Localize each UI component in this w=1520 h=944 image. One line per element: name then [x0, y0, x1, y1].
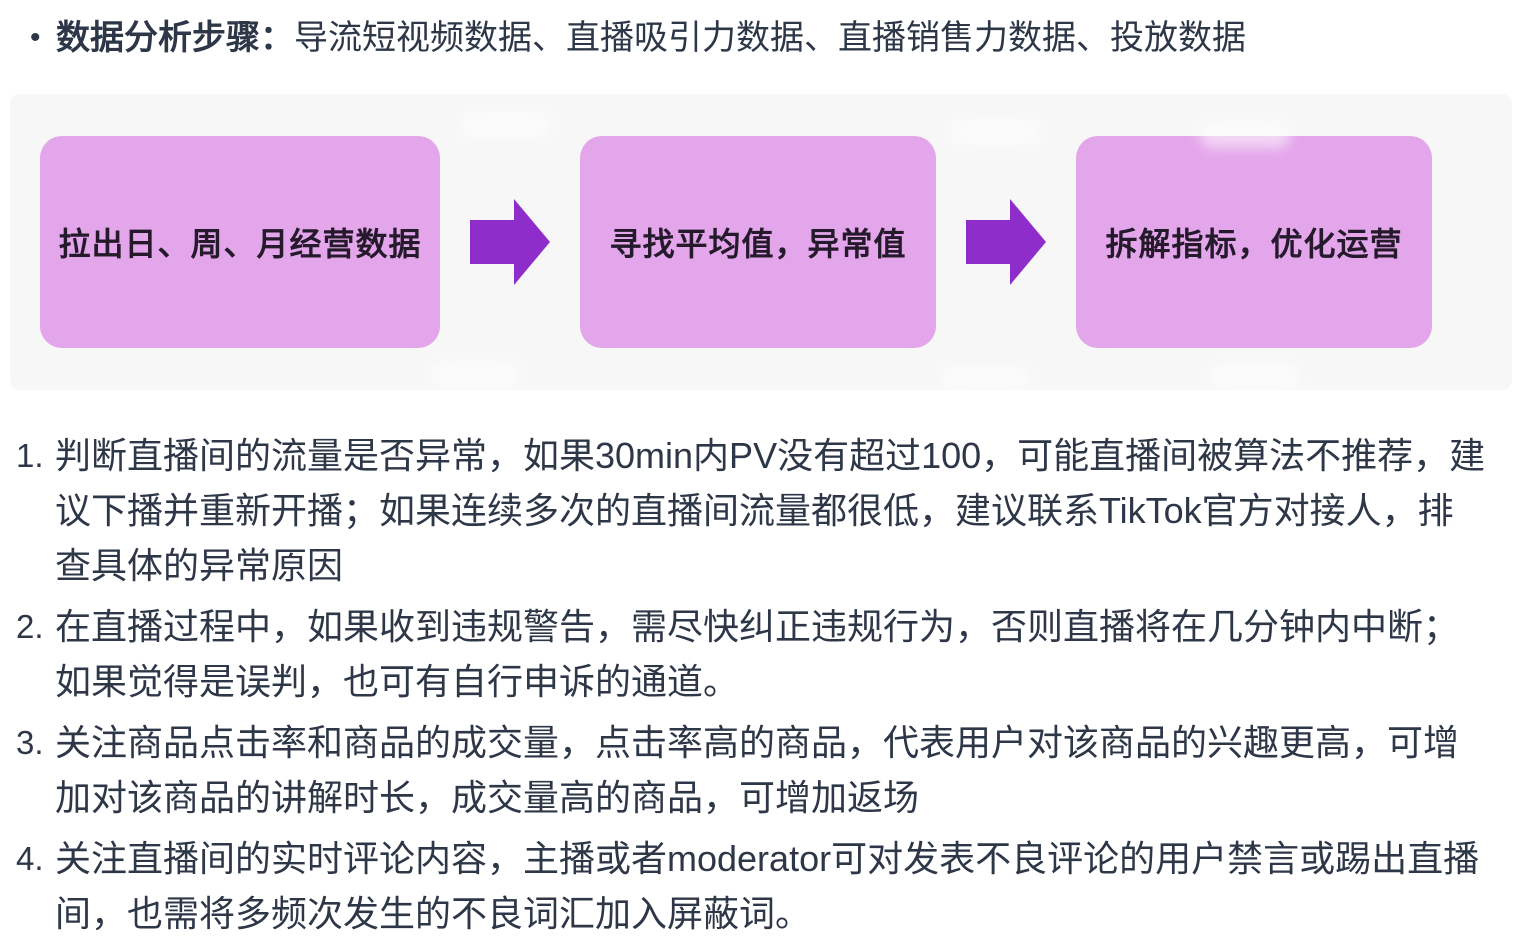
list-item: 1. 判断直播间的流量是否异常，如果30min内PV没有超过100，可能直播间被… [0, 428, 1500, 593]
list-item-line: 关注直播间的实时评论内容，主播或者moderator可对发表不良评论的用户禁言或… [55, 838, 1480, 879]
flow-diagram-image[interactable]: 拉出日、周、月经营数据 寻找平均值，异常值 拆解指标，优化运营 [10, 94, 1512, 392]
arrow-right-icon [470, 199, 550, 285]
watermark-smudge [1200, 122, 1290, 148]
flow-step-3: 拆解指标，优化运营 [1076, 136, 1432, 348]
numbered-list: 1. 判断直播间的流量是否异常，如果30min内PV没有超过100，可能直播间被… [0, 428, 1500, 941]
bullet-label: 数据分析步骤： [56, 19, 294, 57]
list-item-line: 关注商品点击率和商品的成交量，点击率高的商品，代表用户对该商品的兴趣更高，可增 [55, 722, 1460, 763]
list-item-line: 如果觉得是误判，也可有自行申诉的通道。 [55, 661, 740, 702]
watermark-smudge [1210, 364, 1300, 390]
flow-step-1-label: 拉出日、周、月经营数据 [58, 226, 422, 262]
list-item-line: 议下播并重新开播；如果连续多次的直播间流量都很低，建议联系TikTok官方对接人… [55, 490, 1454, 531]
bullet-icon: • [30, 21, 41, 54]
bullet-text: 导流短视频数据、直播吸引力数据、直播销售力数据、投放数据 [294, 19, 1246, 57]
document-page: • 数据分析步骤：导流短视频数据、直播吸引力数据、直播销售力数据、投放数据 拉出… [0, 12, 1520, 941]
bullet-item-text: 数据分析步骤：导流短视频数据、直播吸引力数据、直播销售力数据、投放数据 [56, 12, 1246, 64]
flow-step-1: 拉出日、周、月经营数据 [40, 136, 440, 348]
list-item-number: 2. [16, 608, 44, 645]
list-item-line: 查具体的异常原因 [55, 545, 344, 586]
list-item-number: 3. [16, 724, 44, 761]
flow-step-2-label: 寻找平均值，异常值 [609, 226, 907, 262]
list-item-line: 在直播过程中，如果收到违规警告，需尽快纠正违规行为，否则直播将在几分钟内中断； [55, 606, 1460, 647]
arrow-right-icon [966, 199, 1046, 285]
list-item-number: 4. [16, 840, 44, 877]
list-item: 2. 在直播过程中，如果收到违规警告，需尽快纠正违规行为，否则直播将在几分钟内中… [0, 599, 1500, 709]
list-item-line: 间，也需将多频次发生的不良词汇加入屏蔽词。 [55, 893, 812, 934]
list-item-line: 判断直播间的流量是否异常，如果30min内PV没有超过100，可能直播间被算法不… [55, 435, 1486, 476]
bullet-item: • 数据分析步骤：导流短视频数据、直播吸引力数据、直播销售力数据、投放数据 [30, 12, 1500, 64]
flow-step-2: 寻找平均值，异常值 [580, 136, 936, 348]
watermark-smudge [940, 366, 1030, 392]
list-item-number: 1. [16, 437, 44, 474]
list-item-line: 加对该商品的讲解时长，成交量高的商品，可增加返场 [55, 777, 920, 818]
watermark-smudge [950, 119, 1040, 145]
list-item: 3. 关注商品点击率和商品的成交量，点击率高的商品，代表用户对该商品的兴趣更高，… [0, 715, 1500, 825]
watermark-smudge [430, 362, 520, 388]
list-item: 4. 关注直播间的实时评论内容，主播或者moderator可对发表不良评论的用户… [0, 831, 1500, 941]
watermark-smudge [460, 112, 550, 138]
flow-step-3-label: 拆解指标，优化运营 [1105, 226, 1403, 262]
